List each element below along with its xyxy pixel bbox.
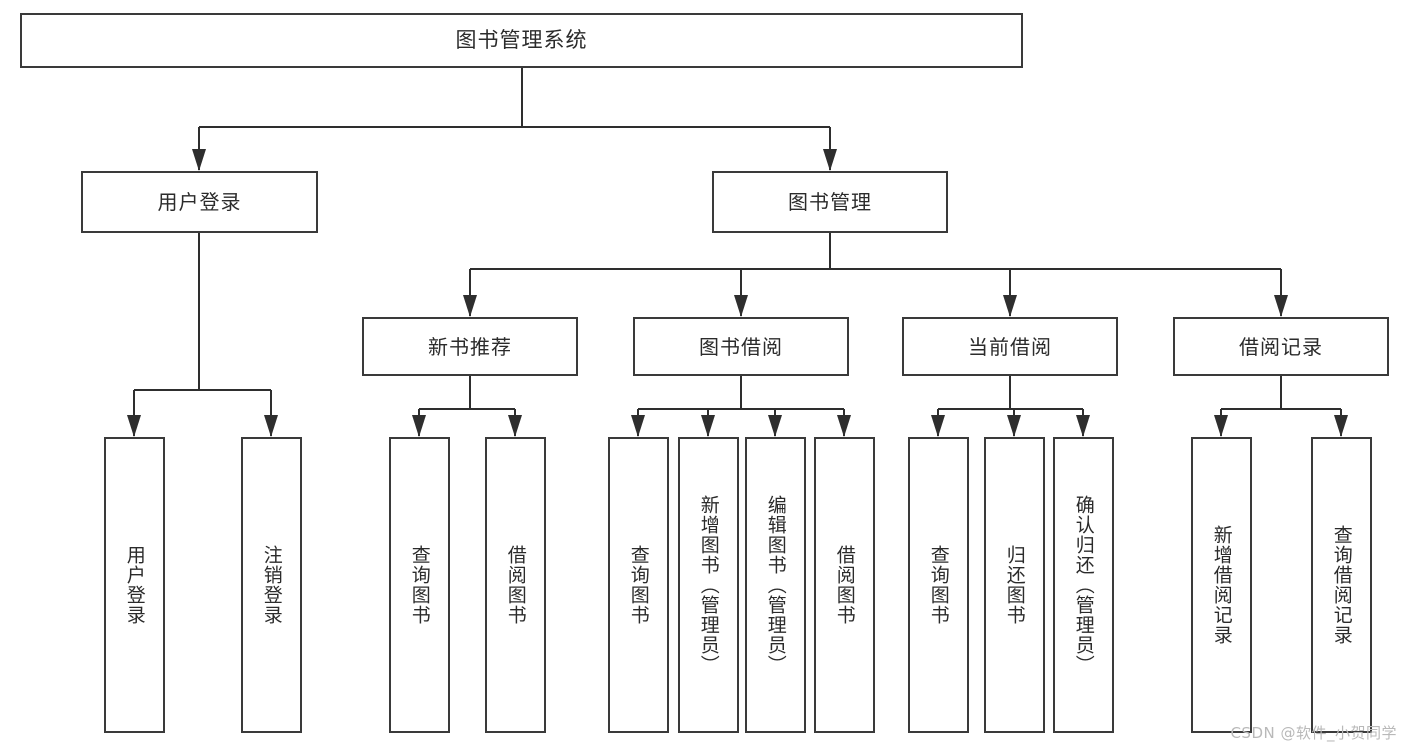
arrowhead: [823, 149, 837, 171]
arrowhead: [734, 295, 748, 317]
node-leaf-query-book-2[interactable]: 查询图书: [608, 437, 669, 733]
node-leaf-query-book-3[interactable]: 查询图书: [908, 437, 969, 733]
node-user-login[interactable]: 用户登录: [81, 171, 318, 233]
node-label: 新书推荐: [428, 334, 512, 359]
arrowhead: [701, 415, 715, 437]
node-leaf-return-book[interactable]: 归还图书: [984, 437, 1045, 733]
node-leaf-borrow-book-2[interactable]: 借阅图书: [814, 437, 875, 733]
node-label: 当前借阅: [968, 334, 1052, 359]
arrowhead: [463, 295, 477, 317]
node-leaf-query-book-1[interactable]: 查询图书: [389, 437, 450, 733]
arrowhead: [264, 415, 278, 437]
node-new-book-rec[interactable]: 新书推荐: [362, 317, 578, 376]
arrowhead: [1076, 415, 1090, 437]
node-label: 图书管理系统: [455, 27, 588, 52]
node-label: 用户登录: [123, 545, 146, 625]
arrowhead: [1274, 295, 1288, 317]
node-leaf-query-record[interactable]: 查询借阅记录: [1311, 437, 1372, 733]
node-label: 借阅图书: [833, 545, 856, 625]
node-label: 归还图书: [1003, 545, 1026, 625]
node-label: 查询图书: [408, 545, 431, 625]
arrowhead: [631, 415, 645, 437]
watermark-text: CSDN @软件_小贺同学: [1230, 724, 1397, 742]
node-label: 借阅图书: [504, 545, 527, 625]
arrowhead: [127, 415, 141, 437]
node-label: 借阅记录: [1239, 334, 1323, 359]
arrowhead: [837, 415, 851, 437]
arrowhead: [192, 149, 206, 171]
node-book-manage[interactable]: 图书管理: [712, 171, 948, 233]
node-leaf-logout[interactable]: 注销登录: [241, 437, 302, 733]
node-leaf-user-login[interactable]: 用户登录: [104, 437, 165, 733]
node-leaf-add-book[interactable]: 新增图书（管理员）: [678, 437, 739, 733]
node-label: 确认归还（管理员）: [1072, 495, 1095, 675]
arrowhead: [412, 415, 426, 437]
node-leaf-edit-book[interactable]: 编辑图书（管理员）: [745, 437, 806, 733]
arrowhead: [1214, 415, 1228, 437]
node-label: 新增借阅记录: [1210, 525, 1233, 645]
arrowhead: [768, 415, 782, 437]
node-label: 用户登录: [157, 190, 242, 214]
arrowhead: [1334, 415, 1348, 437]
node-borrow-record[interactable]: 借阅记录: [1173, 317, 1389, 376]
node-label: 查询借阅记录: [1330, 525, 1353, 645]
node-label: 查询图书: [927, 545, 950, 625]
node-current-borrow[interactable]: 当前借阅: [902, 317, 1118, 376]
node-leaf-confirm-return[interactable]: 确认归还（管理员）: [1053, 437, 1114, 733]
arrowhead: [508, 415, 522, 437]
node-leaf-borrow-book-1[interactable]: 借阅图书: [485, 437, 546, 733]
arrowhead: [931, 415, 945, 437]
node-label: 图书借阅: [699, 334, 783, 359]
arrowhead: [1007, 415, 1021, 437]
node-label: 查询图书: [627, 545, 650, 625]
arrowhead: [1003, 295, 1017, 317]
node-label: 图书管理: [788, 190, 872, 214]
node-label: 注销登录: [260, 545, 283, 625]
node-root[interactable]: 图书管理系统: [20, 13, 1023, 68]
node-book-borrow[interactable]: 图书借阅: [633, 317, 849, 376]
node-label: 编辑图书（管理员）: [764, 495, 787, 675]
node-leaf-add-record[interactable]: 新增借阅记录: [1191, 437, 1252, 733]
node-label: 新增图书（管理员）: [697, 495, 720, 675]
